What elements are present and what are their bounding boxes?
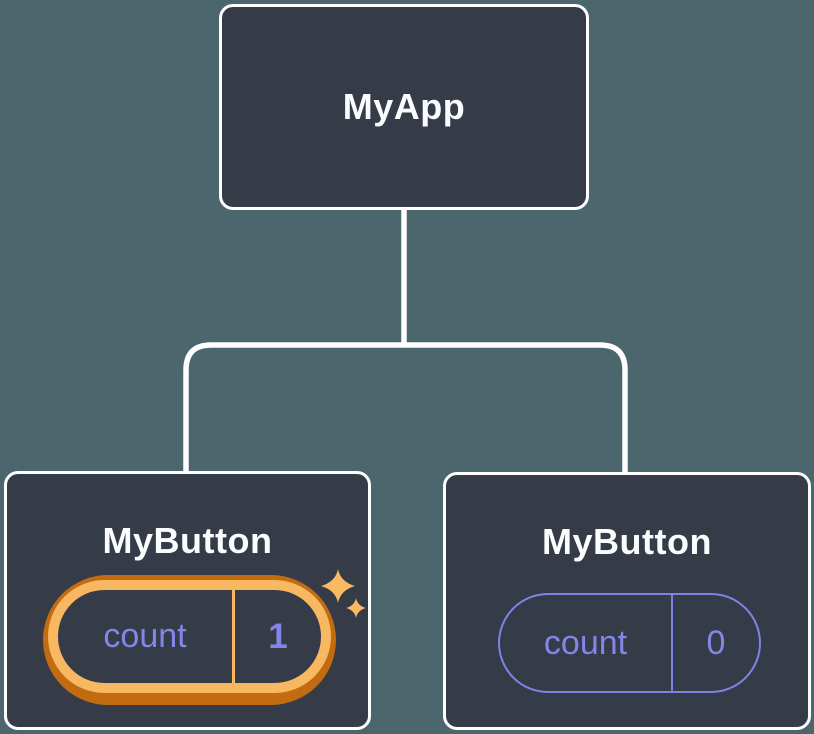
state-pill: count 0 bbox=[498, 593, 761, 693]
node-mybutton-highlighted: MyButton count 1 bbox=[4, 471, 371, 730]
pill-divider bbox=[232, 590, 235, 683]
sparkles-icon bbox=[321, 569, 366, 618]
node-myapp: MyApp bbox=[219, 4, 589, 210]
state-key-label: count bbox=[543, 623, 628, 662]
node-mybutton-normal: MyButton count 0 bbox=[443, 472, 811, 730]
node-myapp-label: MyApp bbox=[342, 86, 466, 127]
state-key-label: count bbox=[103, 617, 187, 655]
state-value: 0 bbox=[706, 623, 726, 662]
pill-divider bbox=[671, 595, 673, 691]
node-mybutton-1-label: MyButton bbox=[102, 520, 273, 561]
node-mybutton-2-label: MyButton bbox=[542, 521, 712, 562]
state-value: 1 bbox=[268, 616, 288, 656]
state-pill-highlighted: count 1 bbox=[43, 575, 336, 705]
